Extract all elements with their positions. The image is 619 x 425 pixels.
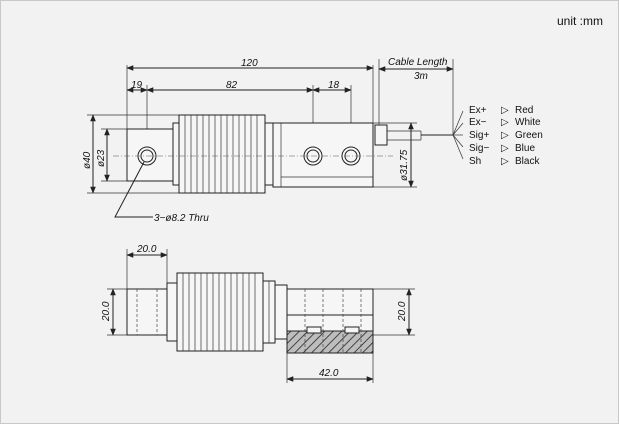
wire-signal: Sig− [469,143,489,154]
wire-arrow-icon: ▷ [501,117,509,128]
top-view: 120 19 82 18 [82,57,543,224]
side-right-block [286,288,374,316]
wire-color: Green [515,130,543,141]
cable-length-label: Cable Length [388,57,448,68]
right-mount-block [272,122,374,188]
thru-hole-note: 3−ø8.2 Thru [154,213,209,224]
wiring-legend: Ex+ ▷ Red Ex− ▷ White Sig+ ▷ Green Sig− … [469,105,543,167]
wire-color: Black [515,156,540,167]
wire-signal: Sh [469,156,481,167]
thru-hole-leader [114,161,153,218]
dim-side-base: 42.0 [319,368,339,379]
dim-19: 19 [131,80,143,91]
side-left-block [126,288,168,336]
side-view: 20.0 [101,244,415,383]
wire-signal: Ex+ [469,105,487,116]
dim-82: 82 [226,80,238,91]
wire-signal: Sig+ [469,130,489,141]
wire-color: Red [515,105,533,116]
dim-side-top: 20.0 [136,244,157,255]
dim-31-75: ø31.75 [399,149,410,181]
dim-120: 120 [241,58,258,69]
bellows-side [176,272,264,352]
bellows-top [178,114,266,194]
wire-arrow-icon: ▷ [501,156,509,167]
dim-23: ø23 [96,149,107,167]
wire-signal: Ex− [469,117,487,128]
wire-color: Blue [515,143,535,154]
hatched-section [286,330,374,354]
dim-side-right: 20.0 [397,301,408,322]
wire-arrow-icon: ▷ [501,130,509,141]
dim-side-left: 20.0 [101,301,112,322]
dim-40: ø40 [82,151,93,169]
cable-length-value: 3m [414,71,428,82]
cable-gland [374,124,388,146]
wire-arrow-icon: ▷ [501,105,509,116]
wire-arrow-icon: ▷ [501,143,509,154]
left-mount-block [126,128,174,182]
dim-18: 18 [328,80,340,91]
unit-label: unit :mm [557,14,603,28]
wire-color: White [515,117,541,128]
